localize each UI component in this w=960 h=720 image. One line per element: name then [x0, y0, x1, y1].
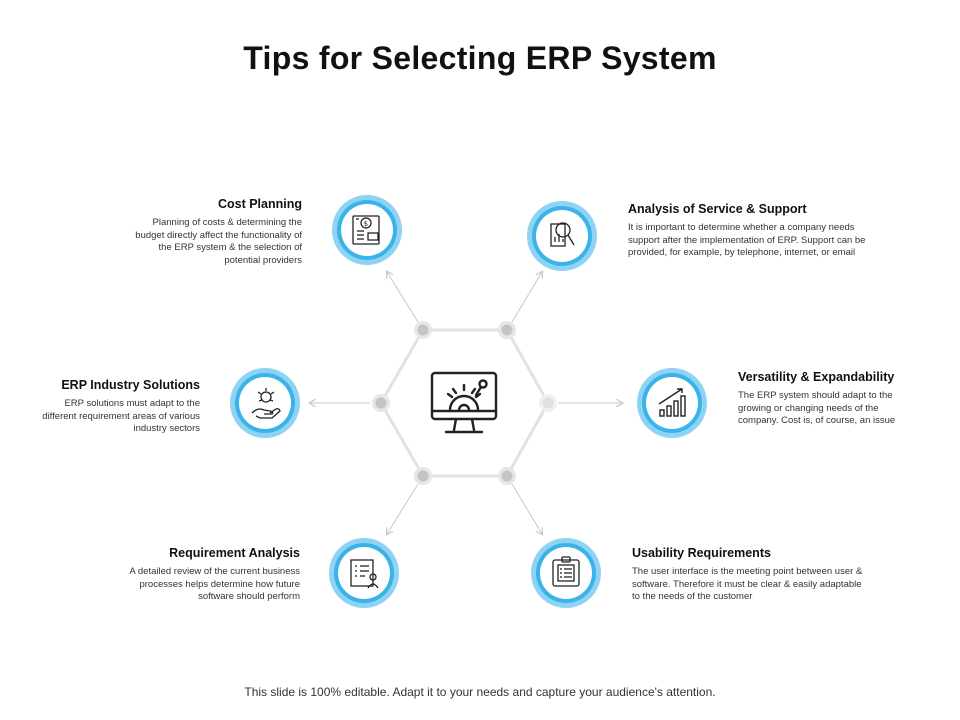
clipboard-list-icon: [552, 556, 580, 587]
node-ring-industry-solutions: [230, 368, 300, 438]
checklist-user-icon: [350, 559, 379, 589]
tip-requirement-analysis: Requirement Analysis A detailed review o…: [50, 546, 300, 604]
tip-heading: Requirement Analysis: [169, 546, 300, 560]
vertex-dot: [498, 321, 516, 339]
vertex-dot: [372, 394, 390, 412]
tip-heading: Usability Requirements: [632, 546, 771, 560]
tip-industry-solutions: ERP Industry Solutions ERP solutions mus…: [0, 378, 200, 436]
vertex-dot: [414, 467, 432, 485]
node-ring-versatility: [637, 368, 707, 438]
tip-body: A detailed review of the current busines…: [129, 566, 300, 602]
tip-heading: Cost Planning: [217, 197, 302, 211]
vertex-dot: [539, 394, 557, 412]
budget-document-icon: $: [352, 215, 380, 245]
tip-usability: Usability Requirements The user interfac…: [632, 546, 882, 604]
svg-text:$: $: [364, 220, 368, 228]
tip-body: The user interface is the meeting point …: [632, 566, 863, 602]
tip-body: ERP solutions must adapt to the differen…: [42, 398, 200, 434]
vertex-dot: [414, 321, 432, 339]
arrow-requirement-analysis: [387, 483, 419, 534]
footer-note: This slide is 100% editable. Adapt it to…: [244, 685, 716, 699]
tip-cost-planning: Cost Planning Planning of costs & determ…: [52, 197, 302, 267]
hexagon-frame: [379, 328, 550, 478]
arrow-usability: [511, 483, 542, 534]
tip-body: Planning of costs & determining the budg…: [135, 217, 302, 266]
vertex-dots: [372, 321, 557, 485]
tip-body: It is important to determine whether a c…: [628, 222, 866, 258]
tip-heading: ERP Industry Solutions: [61, 378, 200, 392]
arrow-service-support: [511, 272, 542, 323]
tip-heading: Versatility & Expandability: [738, 370, 895, 384]
growth-chart-icon: [658, 388, 686, 417]
tip-body: The ERP system should adapt to the growi…: [738, 390, 896, 426]
node-ring-requirement-analysis: [329, 538, 399, 608]
magnifier-chart-icon: [550, 222, 575, 247]
node-ring-service-support: [527, 201, 597, 271]
tip-versatility: Versatility & Expandability The ERP syst…: [738, 370, 918, 428]
tip-heading: Analysis of Service & Support: [628, 202, 807, 216]
monitor-gear-icon: [430, 371, 498, 434]
arrow-cost-planning: [387, 272, 419, 323]
vertex-dot: [498, 467, 516, 485]
node-ring-cost-planning: [332, 195, 402, 265]
page-title: Tips for Selecting ERP System: [243, 40, 717, 76]
tip-service-support: Analysis of Service & Support It is impo…: [628, 202, 878, 260]
hand-gear-icon: [251, 388, 281, 419]
spoke-arrows: [310, 272, 622, 534]
